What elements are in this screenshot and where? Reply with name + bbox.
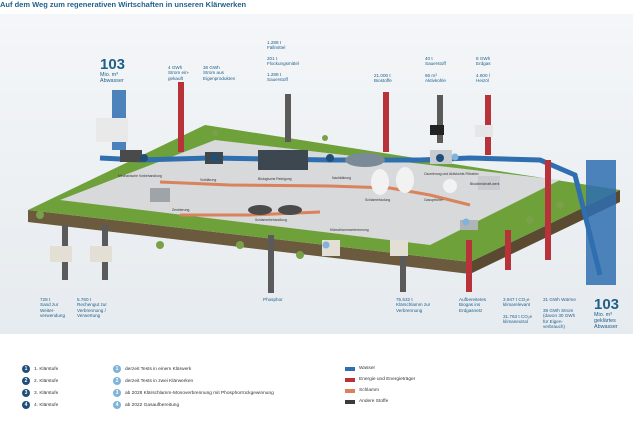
legend-color-energie: Energie und Energieträger: [345, 377, 415, 382]
page-title: Auf dem Weg zum regenerativen Wirtschaft…: [0, 0, 247, 9]
stage-schlammfaulung: Schlammfaulung: [365, 198, 391, 202]
plant-platform: [60, 140, 560, 245]
outflow-value: 103: [594, 296, 620, 313]
biogas-out: [466, 240, 472, 292]
legend-color-schlamm: Schlamm: [345, 388, 379, 393]
digester-1: [371, 169, 389, 195]
bhkw-building: [478, 176, 500, 190]
material-feed-1: [285, 94, 291, 142]
stage-schlammbehandlung: Schlammbehandlung: [255, 218, 287, 222]
stage-vorklaerung: Vorklärung: [200, 178, 217, 182]
clarifier: [345, 153, 385, 167]
activated-carbon: [430, 125, 444, 135]
inflow-value: 103: [100, 56, 126, 73]
sludge-flow: [159, 180, 471, 207]
material-out-3: [268, 235, 274, 293]
fackel: [460, 220, 478, 230]
inflow-unit: Mio. m³: [100, 72, 118, 78]
material-feed-2: [437, 95, 443, 143]
stage-nachklaerung: Nachklärung: [332, 176, 352, 180]
stage-ozonierung: Ozonierung und Aktivkohle-Filtration: [424, 172, 479, 176]
stage-mechanisch: Mechanische Vorbehandlung: [118, 174, 162, 178]
legend-color-wasser: Wasser: [345, 366, 375, 371]
stage-klaerschlammverbrennung: Klärschlammverbrennung: [330, 228, 369, 232]
gas-tank: [443, 179, 457, 193]
centrifuge-building: [150, 188, 170, 202]
inflow-label: Abwasser: [100, 78, 124, 84]
energy-feed-1: [178, 82, 184, 152]
energy-feed-2: [383, 92, 389, 152]
stage-biologische: Biologische Reinigung: [258, 177, 292, 181]
outflow-column: [586, 160, 616, 285]
bio-basin: [258, 150, 308, 170]
material-out-4: [400, 240, 406, 292]
ground-front-side: [28, 210, 470, 274]
stage-zentrierung: Zentrierung: [172, 208, 190, 212]
digester-2: [396, 167, 414, 193]
inlet-building: [96, 118, 128, 142]
energy-out-2: [505, 230, 511, 270]
energy-out-1: [545, 160, 551, 260]
outflow-unit: Mio. m³: [594, 312, 612, 318]
outflow-label: geklärtes Abwasser: [594, 318, 618, 330]
stage-gasspeicher: Gasspeicher: [424, 198, 444, 202]
legend-color-andere: Andere Stoffe: [345, 399, 388, 404]
stage-bhkw: Blockheizkraft-werk: [470, 182, 500, 186]
rake-building: [120, 150, 142, 162]
label-phosphor: Phosphor: [263, 297, 283, 302]
